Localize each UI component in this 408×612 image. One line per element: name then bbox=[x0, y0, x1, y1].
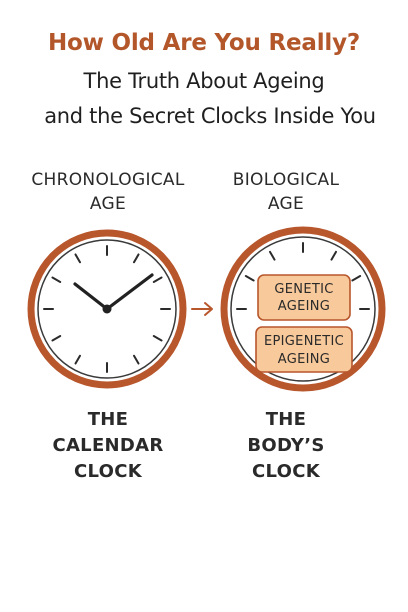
body-clock-icon: GENETIC AGEING EPIGENETIC AGEING bbox=[220, 226, 386, 392]
label-line: BIOLOGICAL bbox=[232, 170, 340, 190]
calendar-clock-label: THE CALENDAR CLOCK bbox=[14, 407, 202, 485]
label-line: THE bbox=[87, 409, 129, 430]
label-line: BODY’S bbox=[247, 435, 325, 456]
clock-tick bbox=[74, 354, 81, 365]
epigenetic-ageing-box: EPIGENETIC AGEING bbox=[255, 326, 353, 373]
subtitle-line-1: The Truth About Ageing bbox=[83, 69, 325, 93]
box-text: AGEING bbox=[278, 352, 330, 367]
clock-tick bbox=[351, 275, 362, 282]
label-line: AGE bbox=[89, 194, 127, 214]
hour-hand bbox=[73, 282, 109, 311]
subtitle-line-2: and the Secret Clocks Inside You bbox=[44, 104, 376, 128]
box-text: EPIGENETIC bbox=[264, 334, 344, 349]
clock-tick bbox=[51, 276, 62, 283]
minute-hand bbox=[105, 273, 154, 311]
clock-tick bbox=[74, 253, 81, 264]
clock-tick bbox=[152, 276, 163, 283]
page-title: How Old Are You Really? bbox=[47, 30, 361, 56]
biological-age-label: BIOLOGICAL AGE bbox=[192, 168, 380, 216]
label-line: CLOCK bbox=[252, 461, 320, 482]
clock-tick bbox=[133, 354, 140, 365]
genetic-ageing-box: GENETIC AGEING bbox=[257, 274, 351, 321]
clock-tick bbox=[244, 275, 255, 282]
label-line: CALENDAR bbox=[52, 435, 164, 456]
label-line: THE bbox=[265, 409, 307, 430]
clock-tick bbox=[330, 250, 337, 261]
clock-tick bbox=[152, 335, 163, 342]
calendar-clock-icon bbox=[27, 229, 187, 389]
box-text: AGEING bbox=[278, 299, 330, 314]
body-clock-label: THE BODY’S CLOCK bbox=[192, 407, 380, 485]
label-line: CLOCK bbox=[74, 461, 142, 482]
clock-tick bbox=[51, 335, 62, 342]
box-text: GENETIC bbox=[274, 282, 333, 297]
label-line: CHRONOLOGICAL bbox=[31, 170, 185, 190]
clock-tick bbox=[269, 250, 276, 261]
chronological-age-label: CHRONOLOGICAL AGE bbox=[14, 168, 202, 216]
clock-tick bbox=[133, 253, 140, 264]
label-line: AGE bbox=[267, 194, 305, 214]
right-arrow-icon bbox=[191, 302, 213, 316]
